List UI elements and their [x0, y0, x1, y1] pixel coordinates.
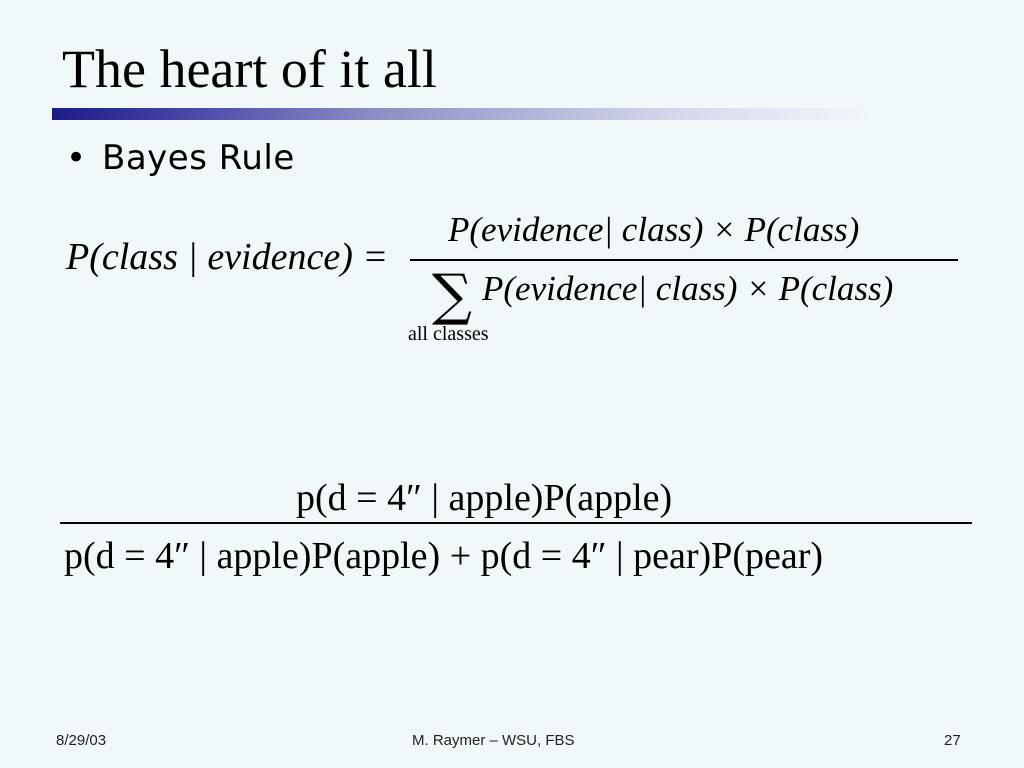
- footer-date: 8/29/03: [56, 732, 107, 749]
- bullet-dot-icon: •: [66, 138, 87, 178]
- summation-subscript: all classes: [408, 323, 489, 345]
- footer-author: M. Raymer – WSU, FBS: [412, 732, 575, 749]
- slide-title: The heart of it all: [62, 39, 437, 99]
- summation-sign: ∑: [432, 263, 472, 328]
- formula2-numerator: p(d = 4″ | apple)P(apple): [296, 477, 673, 519]
- title-underline: [52, 108, 872, 120]
- formula2-fraction-bar: [60, 522, 972, 524]
- formula1-denominator: P(evidence| class) × P(class): [482, 269, 894, 308]
- bullet-text: Bayes Rule: [102, 138, 295, 178]
- formula2-denominator: p(d = 4″ | apple)P(apple) + p(d = 4″ | p…: [64, 535, 824, 577]
- formula1-numerator: P(evidence| class) × P(class): [448, 210, 860, 249]
- bullet-item: • Bayes Rule: [66, 138, 295, 179]
- formula1-lhs: P(class | evidence) =: [66, 236, 388, 278]
- footer-page-number: 27: [944, 732, 961, 749]
- formula1-fraction-bar: [410, 259, 958, 261]
